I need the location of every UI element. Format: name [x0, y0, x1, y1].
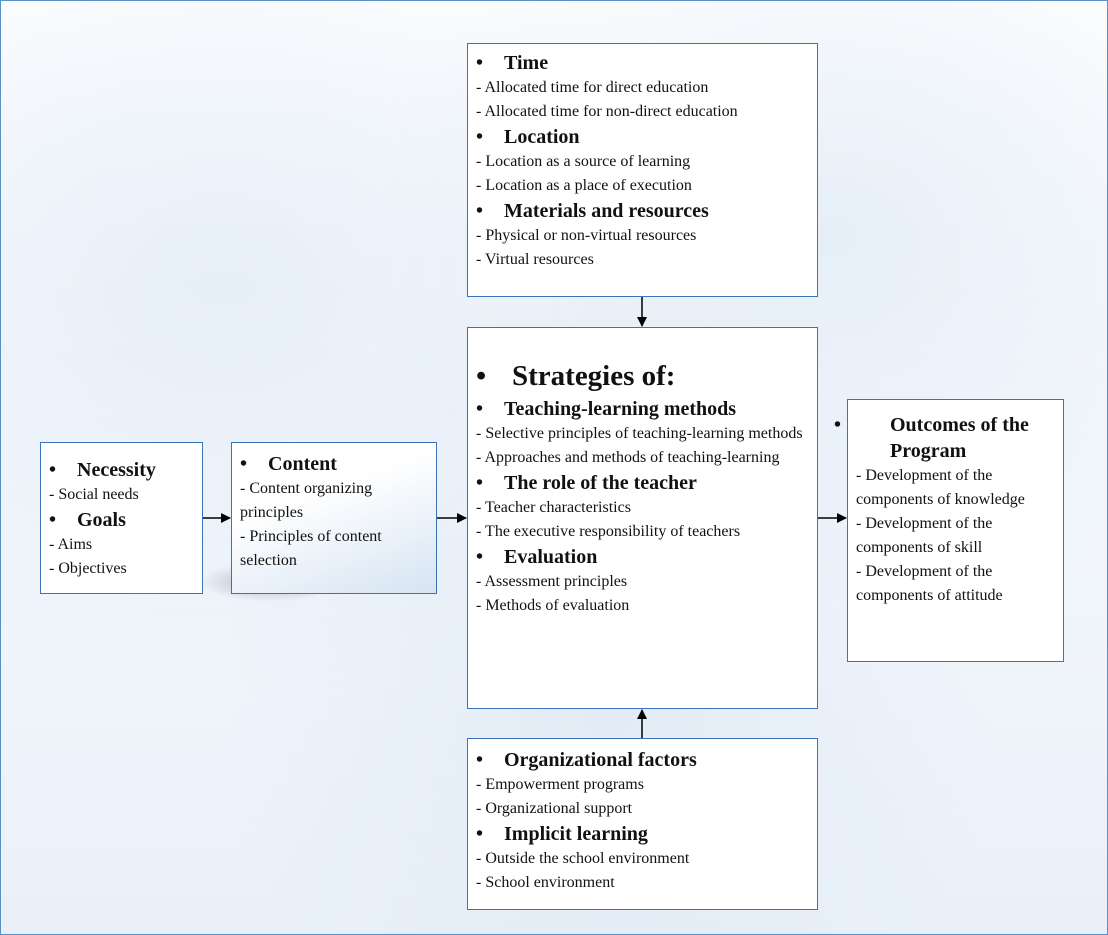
organizational-item: - Organizational support [476, 800, 633, 817]
location-item: - Location as a place of execution [476, 177, 692, 194]
outcomes-item: - Development of the components of attit… [856, 563, 1003, 604]
outcomes-heading: •Outcomes of the Program [834, 414, 1029, 462]
time-item: - Allocated time for direct education [476, 79, 709, 96]
evaluation-item: - Assessment principles [476, 573, 628, 590]
teacher-role-item: - The executive responsibility of teache… [476, 523, 741, 540]
outcomes-item: - Development of the components of skill [856, 515, 993, 556]
teaching-methods-item: - Selective principles of teaching-learn… [476, 425, 803, 442]
teaching-methods-heading: •Teaching-learning methods [476, 398, 737, 420]
content-item: - Content organizing principles [240, 480, 373, 521]
goals-heading: •Goals [49, 509, 126, 531]
time-heading: •Time [476, 52, 549, 74]
content-item: - Principles of content selection [240, 528, 382, 569]
goals-item: - Aims [49, 536, 93, 553]
implicit-learning-item: - School environment [476, 874, 615, 891]
content-heading: •Content [240, 453, 337, 475]
organizational-item: - Empowerment programs [476, 776, 644, 793]
implicit-learning-heading: •Implicit learning [476, 823, 648, 845]
implicit-learning-item: - Outside the school environment [476, 850, 690, 867]
organizational-implicit-box: •Organizational factors - Empowerment pr… [467, 738, 818, 910]
teaching-methods-item: - Approaches and methods of teaching-lea… [476, 449, 780, 466]
teacher-role-heading: •The role of the teacher [476, 472, 697, 494]
materials-heading: •Materials and resources [476, 200, 709, 222]
materials-item: - Virtual resources [476, 251, 594, 268]
teacher-role-item: - Teacher characteristics [476, 499, 631, 516]
materials-item: - Physical or non-virtual resources [476, 227, 697, 244]
location-item: - Location as a source of learning [476, 153, 691, 170]
strategies-title: •Strategies of: [476, 360, 676, 392]
evaluation-item: - Methods of evaluation [476, 597, 630, 614]
necessity-heading: •Necessity [49, 459, 156, 481]
organizational-heading: •Organizational factors [476, 749, 697, 771]
content-box: •Content - Content organizing principles… [231, 442, 437, 594]
necessity-item: - Social needs [49, 486, 139, 503]
time-location-resources-box: •Time - Allocated time for direct educat… [467, 43, 818, 297]
necessity-goals-box: •Necessity - Social needs •Goals - Aims … [40, 442, 203, 594]
time-item: - Allocated time for non-direct educatio… [476, 103, 738, 120]
evaluation-heading: •Evaluation [476, 546, 598, 568]
outcomes-box: •Outcomes of the Program - Development o… [834, 399, 1064, 662]
location-heading: •Location [476, 126, 580, 148]
outcomes-item: - Development of the components of knowl… [856, 467, 1025, 508]
strategies-box: •Strategies of: •Teaching-learning metho… [467, 327, 818, 709]
goals-item: - Objectives [49, 560, 127, 577]
